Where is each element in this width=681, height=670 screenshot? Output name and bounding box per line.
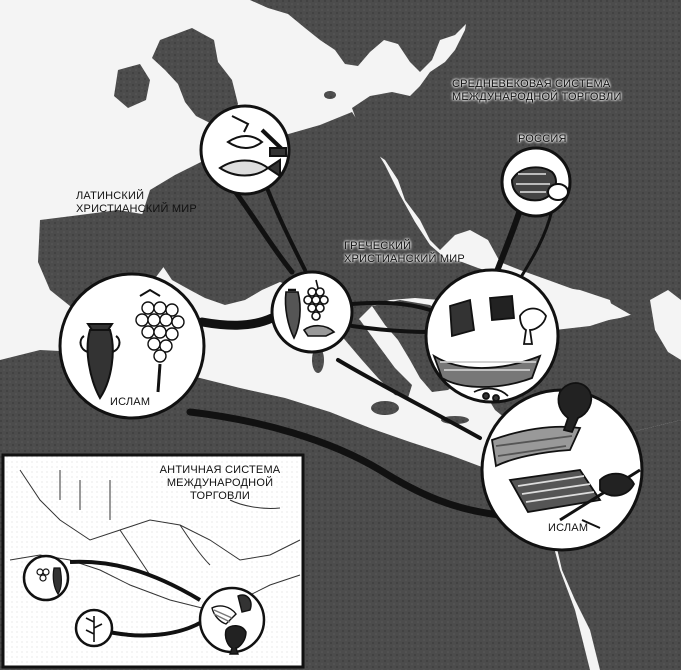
ship-and-cups-icon <box>432 295 547 402</box>
label-islam-west-text: ИСЛАМ <box>110 396 151 408</box>
label-medieval-system: СРЕДНЕВЕКОВАЯ СИСТЕМА МЕЖДУНАРОДНОЙ ТОРГ… <box>452 78 622 104</box>
route-greek-to-ships-2 <box>350 324 432 334</box>
sea-caspian <box>650 290 681 360</box>
label-latin-world-line-2: ХРИСТИАНСКИЙ МИР <box>76 203 197 215</box>
label-medieval-system-line-1: СРЕДНЕВЕКОВАЯ СИСТЕМА <box>452 78 611 90</box>
label-latin-world-line-1: ЛАТИНСКИЙ <box>76 190 145 202</box>
trade-routes <box>186 178 554 519</box>
label-greek-world: ГРЕЧЕСКИЙ ХРИСТИАНСКИЙ МИР <box>344 240 465 266</box>
medallion-islam-east <box>480 382 644 552</box>
inset-ancient-map <box>1 453 305 669</box>
landmass-scandinavia <box>250 0 470 72</box>
label-medieval-system-line-2: МЕЖДУНАРОДНОЙ ТОРГОВЛИ <box>452 91 622 103</box>
medallion-ships-cups <box>424 268 560 404</box>
label-ancient-system-line-1: АНТИЧНАЯ СИСТЕМА <box>159 464 281 476</box>
label-greek-world-line-1: ГРЕЧЕСКИЙ <box>344 240 412 252</box>
furs-icon <box>510 166 569 202</box>
label-latin-world: ЛАТИНСКИЙ ХРИСТИАНСКИЙ МИР <box>76 190 197 216</box>
medallion-greek-wine <box>270 270 354 354</box>
label-greek-world-line-2: ХРИСТИАНСКИЙ МИР <box>344 253 465 265</box>
landmass-britain <box>152 28 238 124</box>
label-islam-west: ИСЛАМ <box>110 396 150 409</box>
route-greek-to-ships-1 <box>350 300 432 312</box>
route-islam-west-to-east <box>186 408 504 519</box>
island-sicily <box>371 401 399 415</box>
medallion-islam-west <box>58 272 206 420</box>
label-ancient-system-line-3: ТОРГОВЛИ <box>190 490 250 502</box>
label-islam-east: ИСЛАМ <box>548 522 588 535</box>
medallion-russia-furs <box>500 146 572 218</box>
label-ancient-system: АНТИЧНАЯ СИСТЕМА МЕЖДУНАРОДНОЙ ТОРГОВЛИ <box>150 464 290 503</box>
label-russia: РОССИЯ <box>518 133 567 146</box>
label-russia-text: РОССИЯ <box>518 133 567 145</box>
landmass-ireland <box>114 64 150 108</box>
island-sardinia <box>312 347 324 373</box>
island-baltic <box>324 91 336 99</box>
ship-carpet-sword-icon <box>490 382 641 529</box>
label-islam-east-text: ИСЛАМ <box>548 522 589 534</box>
route-islam-to-greek <box>197 313 277 330</box>
route-greek-to-islam-east <box>336 358 482 440</box>
amphora-and-grapes-icon <box>79 288 185 400</box>
medallion-north-fish <box>199 104 291 196</box>
amphora-and-grapes-icon <box>284 279 336 340</box>
fish-and-tools-icon <box>218 115 287 178</box>
label-ancient-system-line-2: МЕЖДУНАРОДНОЙ <box>166 477 274 489</box>
